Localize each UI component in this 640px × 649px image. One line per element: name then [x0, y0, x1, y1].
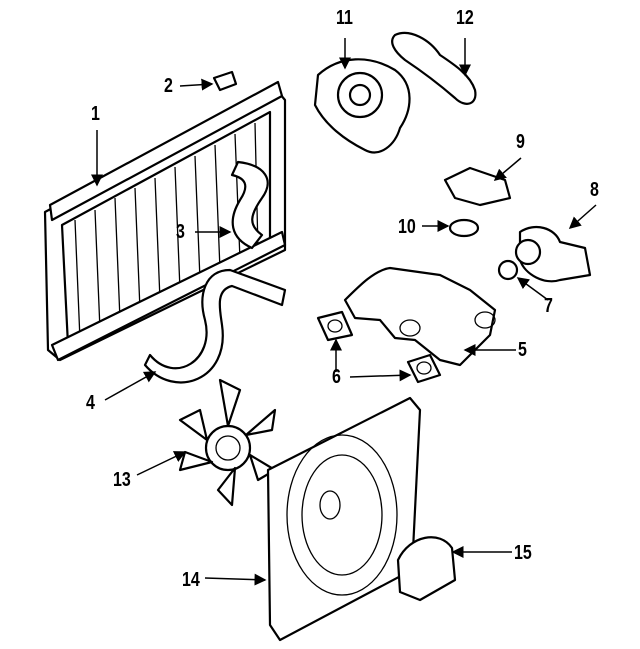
- callout-10: 10: [398, 216, 416, 238]
- leader-lines: [91, 38, 597, 586]
- radiator: [43, 80, 287, 362]
- radiator-cap: [212, 70, 238, 92]
- callout-6: 6: [332, 366, 341, 388]
- gasket-hole: [327, 319, 343, 333]
- shroud-ring: [301, 454, 383, 576]
- shroud-hub: [319, 490, 341, 520]
- manifold-port: [399, 319, 421, 337]
- pump-gasket: [391, 31, 477, 105]
- fan-blade: [178, 378, 277, 507]
- pump-hub: [348, 83, 372, 107]
- gasket-hole: [416, 361, 432, 375]
- shroud-ring: [286, 434, 398, 596]
- upper-hose: [230, 160, 269, 250]
- callout-12: 12: [456, 7, 474, 29]
- callout-15: 15: [514, 542, 532, 564]
- callout-5: 5: [518, 339, 527, 361]
- callout-4: 4: [86, 392, 95, 414]
- housing-flange: [514, 238, 542, 266]
- fan-motor: [396, 536, 457, 602]
- callout-14: 14: [182, 569, 200, 591]
- callout-2: 2: [164, 75, 173, 97]
- lower-hose: [143, 268, 287, 384]
- callout-7: 7: [544, 295, 553, 317]
- water-outlet-manifold: [343, 266, 497, 367]
- callout-1: 1: [91, 103, 100, 125]
- gasket-left: [316, 310, 354, 342]
- callout-9: 9: [516, 131, 525, 153]
- thermostat: [497, 259, 519, 281]
- callout-8: 8: [590, 179, 599, 201]
- outlet-gasket: [448, 218, 480, 238]
- water-outlet: [443, 166, 512, 207]
- manifold-port: [474, 311, 496, 329]
- thermostat-housing: [518, 225, 592, 283]
- gasket-right: [406, 353, 442, 384]
- callout-11: 11: [336, 7, 353, 29]
- callout-3: 3: [176, 221, 185, 243]
- callout-13: 13: [113, 469, 131, 491]
